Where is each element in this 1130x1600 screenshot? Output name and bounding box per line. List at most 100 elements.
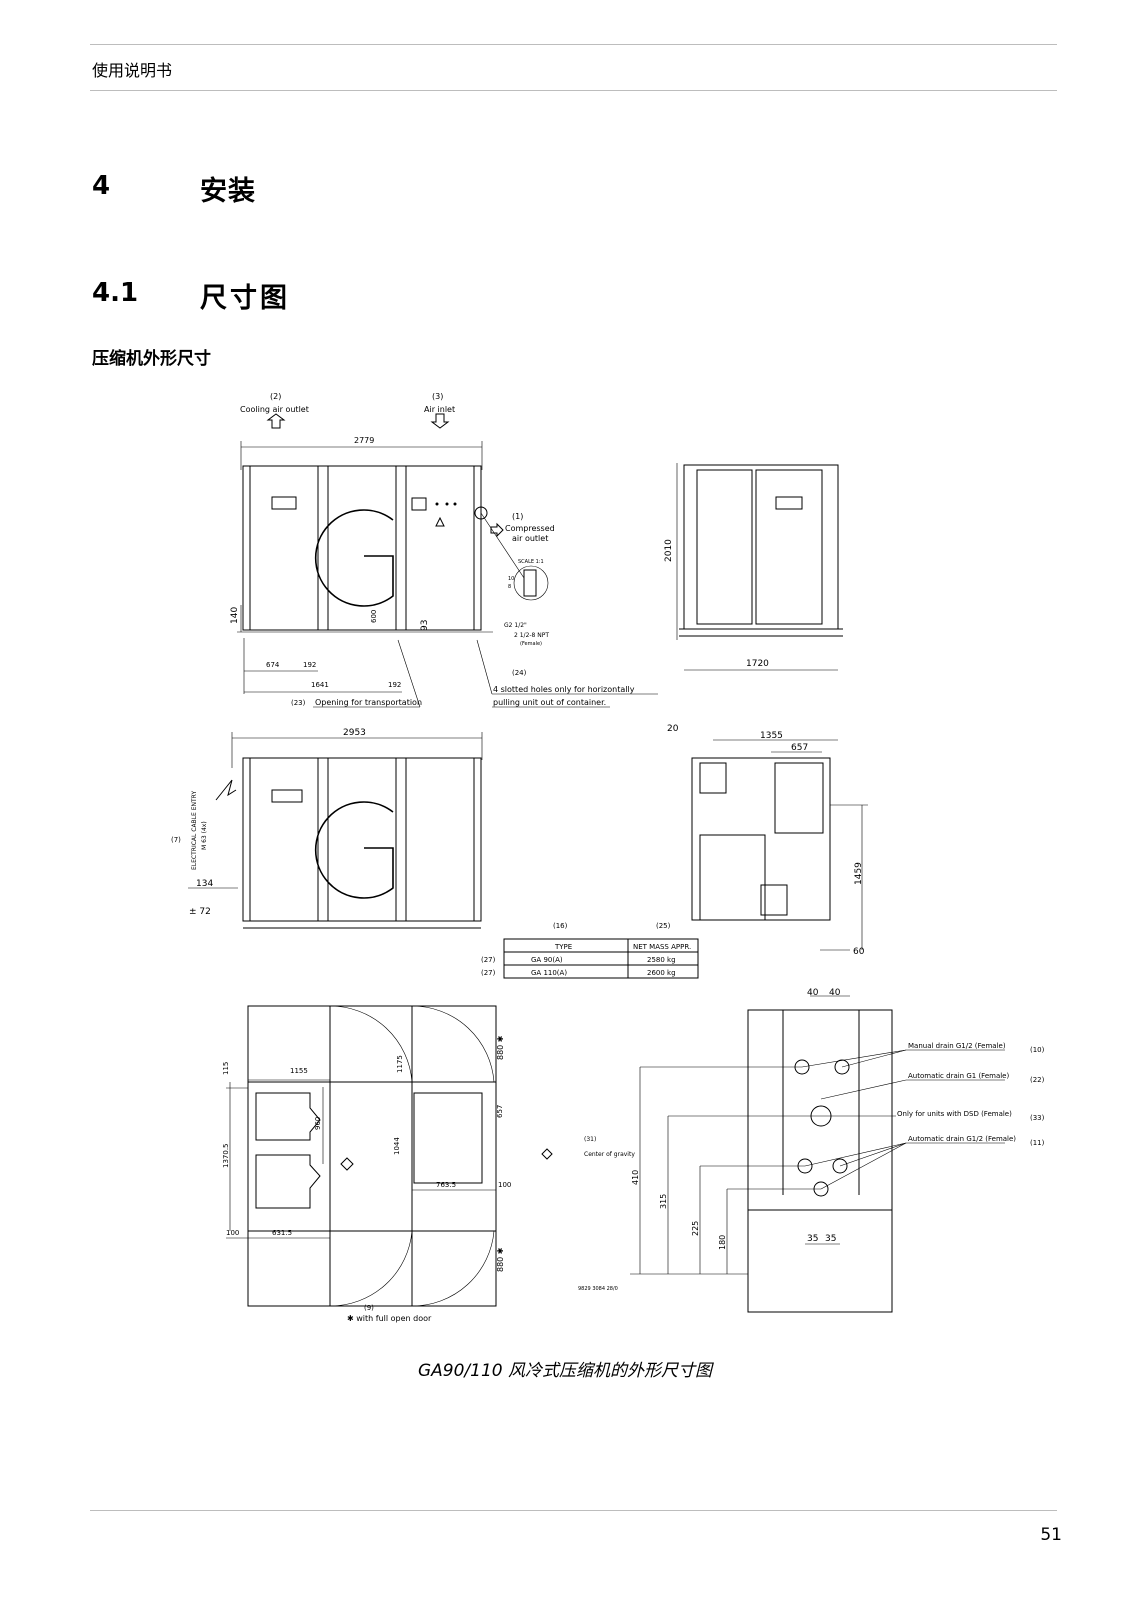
label-33: (33) bbox=[1030, 1114, 1045, 1122]
table-cell-2580: 2580 kg bbox=[647, 956, 676, 964]
label-center-of-gravity: Center of gravity bbox=[584, 1151, 635, 1158]
label-27-b: (27) bbox=[481, 969, 496, 977]
drain-panel-icon bbox=[760, 884, 788, 916]
dim-1720: 1720 bbox=[746, 659, 769, 669]
door-swing-arc bbox=[329, 1230, 413, 1307]
warning-icon bbox=[435, 516, 445, 527]
rear-view: 2953 (7) ELECTRICAL CABLE ENTRY M 63 (4x… bbox=[171, 728, 483, 929]
dim-880-top: 880 ✱ bbox=[496, 1035, 505, 1060]
label-full-open-door: ✱ with full open door bbox=[347, 1314, 432, 1323]
dim-100-right: 100 bbox=[498, 1181, 511, 1189]
g-logo-icon bbox=[314, 801, 394, 899]
footer-rule bbox=[90, 1510, 1057, 1511]
dim-40-b: 40 bbox=[829, 988, 841, 998]
arrow-up-icon bbox=[266, 413, 286, 429]
dim-1459: 1459 bbox=[854, 862, 864, 885]
mass-table: TYPE NET MASS APPR. (27) GA 90(A) 2580 k… bbox=[481, 938, 699, 979]
label-cooling-air-outlet: Cooling air outlet bbox=[240, 405, 309, 414]
manual-drain-port-icon bbox=[834, 1059, 850, 1075]
label-22: (22) bbox=[1030, 1076, 1045, 1084]
dim-1155: 1155 bbox=[290, 1067, 308, 1075]
label-31: (31) bbox=[584, 1136, 596, 1143]
dim-40-a: 40 bbox=[807, 988, 819, 998]
label-3: (3) bbox=[432, 392, 443, 401]
dim-657-side: 657 bbox=[791, 743, 808, 753]
door-swing-arc bbox=[411, 1005, 495, 1083]
label-24: (24) bbox=[512, 669, 527, 677]
top-view: 115 1155 1175 880 ✱ 960 1044 657 1370.5 … bbox=[222, 1005, 635, 1323]
table-cell-ga90: GA 90(A) bbox=[531, 956, 563, 964]
label-1: (1) bbox=[512, 512, 523, 521]
label-16: (16) bbox=[553, 922, 568, 930]
drawing-number: 9829 3084 28/0 bbox=[578, 1286, 618, 1292]
label-opening-transportation: Opening for transportation bbox=[315, 698, 422, 707]
dim-35-b: 35 bbox=[825, 1234, 836, 1244]
dim-100-left: 100 bbox=[226, 1229, 239, 1237]
dim-880-bottom: 880 ✱ bbox=[496, 1247, 505, 1272]
table-cell-ga110: GA 110(A) bbox=[531, 969, 567, 977]
air-grille-icon bbox=[255, 1154, 321, 1209]
dim-10: 10 bbox=[508, 576, 514, 582]
brand-logo-icon bbox=[271, 789, 303, 803]
dim-1641: 1641 bbox=[311, 681, 329, 689]
dim-115: 115 bbox=[222, 1062, 230, 1075]
dim-35-a: 35 bbox=[807, 1234, 818, 1244]
dim-2779: 2779 bbox=[354, 436, 374, 445]
table-header-type: TYPE bbox=[554, 943, 572, 951]
dim-134: 134 bbox=[196, 879, 213, 889]
dim-2953: 2953 bbox=[343, 728, 366, 738]
section-title: 尺寸图 bbox=[200, 283, 290, 314]
label-dsd: Only for units with DSD (Female) bbox=[897, 1110, 1012, 1118]
scale-detail-circle bbox=[513, 565, 549, 601]
label-compressed: Compressed bbox=[505, 524, 555, 533]
dim-72: ± 72 bbox=[189, 907, 211, 917]
label-11: (11) bbox=[1030, 1139, 1045, 1147]
dim-1044: 1044 bbox=[393, 1137, 401, 1155]
section-number: 4.1 bbox=[92, 278, 139, 308]
subsection-title: 压缩机外形尺寸 bbox=[92, 349, 211, 369]
center-of-gravity-icon bbox=[340, 1157, 354, 1171]
door-swing-arc bbox=[411, 1230, 495, 1307]
dim-315: 315 bbox=[659, 1194, 668, 1209]
label-23: (23) bbox=[291, 699, 306, 707]
arrow-right-icon bbox=[490, 522, 504, 538]
outlet-flange-icon bbox=[474, 506, 488, 520]
label-7: (7) bbox=[171, 836, 181, 844]
dim-674: 674 bbox=[266, 661, 280, 669]
label-female: (Female) bbox=[520, 641, 542, 647]
label-cable-m63: M 63 (4x) bbox=[201, 821, 208, 850]
figure-caption: GA90/110 风冷式压缩机的外形尺寸图 bbox=[417, 1361, 712, 1381]
label-slotted-holes-2: pulling unit out of container. bbox=[493, 698, 606, 707]
dim-410: 410 bbox=[631, 1170, 640, 1185]
chapter-title: 安装 bbox=[200, 176, 256, 207]
brand-logo-icon bbox=[775, 496, 803, 510]
dim-225: 225 bbox=[691, 1221, 700, 1236]
center-of-gravity-icon bbox=[541, 1148, 553, 1160]
header-title: 使用说明书 bbox=[92, 61, 173, 80]
dim-93: 93 bbox=[420, 620, 430, 631]
dim-657-top: 657 bbox=[496, 1105, 504, 1118]
dim-192-b: 192 bbox=[388, 681, 401, 689]
air-grille-icon bbox=[255, 1092, 321, 1141]
dim-192-a: 192 bbox=[303, 661, 316, 669]
label-slotted-holes-1: 4 slotted holes only for horizontally bbox=[493, 685, 635, 694]
brand-logo-icon bbox=[271, 496, 297, 510]
label-npt: 2 1/2-8 NPT bbox=[514, 632, 549, 639]
dim-140: 140 bbox=[230, 607, 240, 624]
dim-763-5: 763.5 bbox=[436, 1181, 456, 1189]
dim-960: 960 bbox=[314, 1117, 322, 1130]
header-rule-bottom bbox=[90, 90, 1057, 91]
label-10: (10) bbox=[1030, 1046, 1045, 1054]
dim-60: 60 bbox=[853, 947, 865, 957]
label-auto-drain-g1: Automatic drain G1 (Female) bbox=[908, 1072, 1009, 1080]
header-rule-top bbox=[90, 44, 1057, 45]
label-27-a: (27) bbox=[481, 956, 496, 964]
arrow-down-icon bbox=[430, 413, 450, 429]
table-cell-2600: 2600 kg bbox=[647, 969, 676, 977]
dim-1175: 1175 bbox=[396, 1055, 404, 1073]
front-view: (2) Cooling air outlet (3) Air inlet 277… bbox=[230, 392, 658, 708]
dim-20: 20 bbox=[667, 724, 679, 734]
chapter-number: 4 bbox=[92, 171, 111, 201]
dim-600: 600 bbox=[370, 610, 378, 623]
dim-631-5: 631.5 bbox=[272, 1229, 292, 1237]
